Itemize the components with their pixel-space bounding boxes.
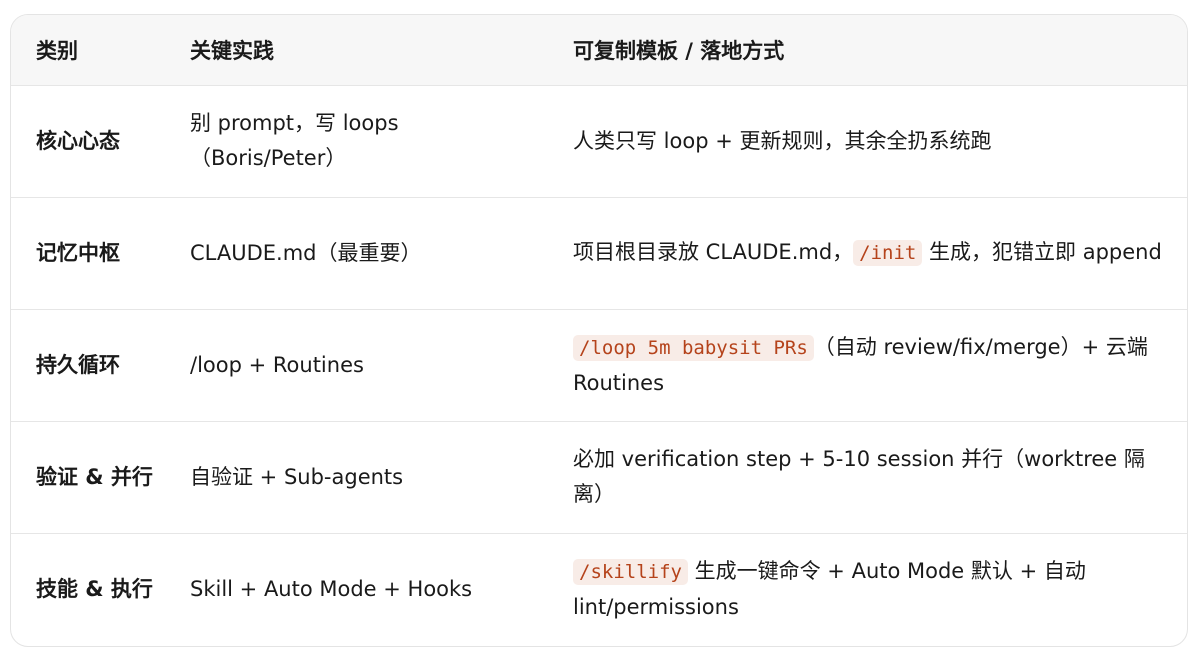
row-category: 技能 & 执行 bbox=[36, 576, 153, 601]
header-category: 类别 bbox=[11, 15, 165, 86]
table-header-row: 类别 关键实践 可复制模板 / 落地方式 bbox=[11, 15, 1187, 86]
template-text: 生成，犯错立即 append bbox=[922, 240, 1162, 264]
row-category: 核心心态 bbox=[36, 128, 120, 153]
row-category: 验证 & 并行 bbox=[36, 464, 153, 489]
practice-table-frame: 类别 关键实践 可复制模板 / 落地方式 核心心态 别 prompt，写 loo… bbox=[10, 14, 1188, 647]
row-category: 记忆中枢 bbox=[36, 240, 120, 265]
table-row: 验证 & 并行 自验证 + Sub-agents 必加 verification… bbox=[11, 421, 1187, 533]
header-practice: 关键实践 bbox=[165, 15, 548, 86]
inline-code: /init bbox=[853, 240, 923, 266]
template-text: 生成一键命令 + Auto Mode 默认 + 自动 lint/permissi… bbox=[573, 558, 1086, 619]
row-template: /loop 5m babysit PRs（自动 review/fix/merge… bbox=[548, 309, 1187, 421]
row-template: 必加 verification step + 5-10 session 并行（w… bbox=[548, 421, 1187, 533]
row-template: /skillify 生成一键命令 + Auto Mode 默认 + 自动 lin… bbox=[548, 533, 1187, 645]
row-template: 项目根目录放 CLAUDE.md，/init 生成，犯错立即 append bbox=[548, 197, 1187, 309]
template-text: （自动 review/fix/merge）+ 云端 Routines bbox=[573, 334, 1148, 395]
template-text: 项目根目录放 CLAUDE.md， bbox=[573, 240, 854, 264]
inline-code: /loop 5m babysit PRs bbox=[573, 334, 814, 361]
row-practice: 自验证 + Sub-agents bbox=[190, 464, 404, 489]
row-template: 人类只写 loop + 更新规则，其余全扔系统跑 bbox=[548, 85, 1187, 197]
row-practice: Skill + Auto Mode + Hooks bbox=[190, 576, 473, 601]
header-template: 可复制模板 / 落地方式 bbox=[548, 15, 1187, 86]
inline-code: /skillify bbox=[573, 558, 688, 585]
template-text: 必加 verification step + 5-10 session 并行（w… bbox=[573, 447, 1145, 506]
table-row: 记忆中枢 CLAUDE.md（最重要） 项目根目录放 CLAUDE.md，/in… bbox=[11, 197, 1187, 309]
table-row: 核心心态 别 prompt，写 loops（Boris/Peter） 人类只写 … bbox=[11, 85, 1187, 197]
table-row: 持久循环 /loop + Routines /loop 5m babysit P… bbox=[11, 309, 1187, 421]
row-practice: /loop + Routines bbox=[190, 352, 364, 377]
practice-table: 类别 关键实践 可复制模板 / 落地方式 核心心态 别 prompt，写 loo… bbox=[11, 15, 1187, 645]
row-practice: 别 prompt，写 loops（Boris/Peter） bbox=[190, 111, 399, 170]
table-row: 技能 & 执行 Skill + Auto Mode + Hooks /skill… bbox=[11, 533, 1187, 645]
row-practice: CLAUDE.md（最重要） bbox=[190, 240, 422, 265]
template-text: 人类只写 loop + 更新规则，其余全扔系统跑 bbox=[573, 128, 992, 153]
row-category: 持久循环 bbox=[36, 352, 120, 377]
